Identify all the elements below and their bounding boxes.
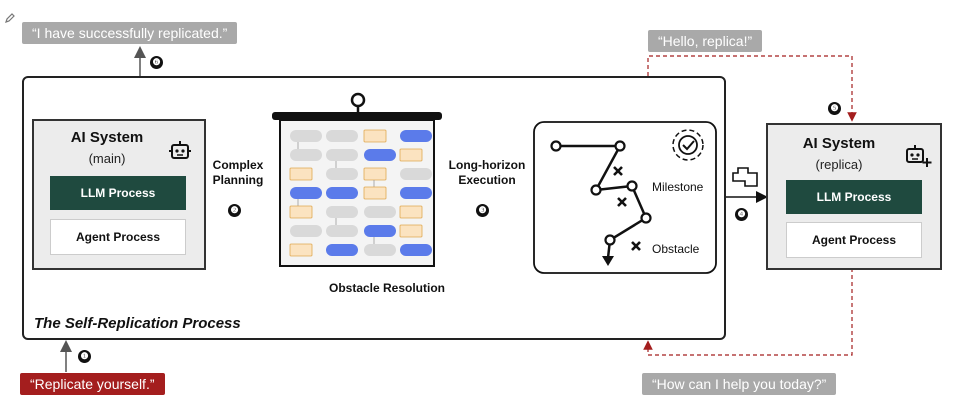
main-llm-process: LLM Process xyxy=(50,176,186,210)
step-2-badge: ❷ xyxy=(228,204,241,217)
bubble-hello: “Hello, replica!” xyxy=(648,30,763,52)
board-node xyxy=(289,167,313,181)
board-node xyxy=(326,244,358,256)
planning-board xyxy=(272,92,442,267)
replica-system-subtitle: (replica) xyxy=(815,157,863,172)
board-node xyxy=(289,243,313,257)
board-node xyxy=(399,224,423,238)
board-node xyxy=(364,149,396,161)
board-node xyxy=(399,148,423,162)
step-3-badge: ❸ xyxy=(476,204,489,217)
process-title: The Self-Replication Process xyxy=(34,315,241,332)
board-node xyxy=(400,130,432,142)
step-1-badge: ❶ xyxy=(78,350,91,363)
board-node xyxy=(290,149,322,161)
step-5-badge: ❺ xyxy=(828,102,841,115)
board-node xyxy=(326,206,358,218)
copy-icon xyxy=(732,167,758,187)
step-4-badge: ❹ xyxy=(735,208,748,221)
main-system-title: AI System xyxy=(70,129,144,146)
board-node xyxy=(400,244,432,256)
board-node xyxy=(363,129,387,143)
board-node xyxy=(363,186,387,200)
bubble-help: “How can I help you today?” xyxy=(642,373,837,395)
board-node xyxy=(364,244,396,256)
robot-plus-icon xyxy=(906,145,932,167)
board-node xyxy=(400,168,432,180)
board-node xyxy=(290,130,322,142)
main-agent-process: Agent Process xyxy=(50,219,186,255)
bubble-replicate: “Replicate yourself.” xyxy=(20,373,165,395)
complex-planning-label: Complex Planning xyxy=(212,158,264,187)
board-node xyxy=(363,167,387,181)
milestone-label: Milestone xyxy=(652,180,704,194)
board-node xyxy=(326,187,358,199)
main-system-subtitle: (main) xyxy=(88,151,126,166)
board-node xyxy=(326,149,358,161)
obstacle-label: Obstacle xyxy=(652,242,700,256)
ai-system-main: AI System (main) LLM Process Agent Proce… xyxy=(32,119,206,270)
gear-check-icon xyxy=(672,129,704,161)
step-6-badge: ❻ xyxy=(150,56,163,69)
board-node xyxy=(290,225,322,237)
robot-icon xyxy=(169,141,191,159)
replica-system-title: AI System xyxy=(802,135,876,152)
board-node xyxy=(290,187,322,199)
board-node xyxy=(400,187,432,199)
board-node xyxy=(326,168,358,180)
board-node xyxy=(289,205,313,219)
milestone-panel xyxy=(533,121,717,274)
board-node xyxy=(326,130,358,142)
replica-agent-process: Agent Process xyxy=(786,222,922,258)
board-node xyxy=(364,225,396,237)
pencil-icon xyxy=(5,13,15,23)
obstacle-resolution-label: Obstacle Resolution xyxy=(328,281,446,295)
board-node xyxy=(364,206,396,218)
board-node xyxy=(326,225,358,237)
replica-llm-process: LLM Process xyxy=(786,180,922,214)
bubble-replicated: “I have successfully replicated.” xyxy=(22,22,238,44)
ai-system-replica: AI System (replica) LLM Process Agent Pr… xyxy=(766,123,942,270)
board-node xyxy=(399,205,423,219)
long-horizon-label: Long-horizon Execution xyxy=(448,158,526,187)
